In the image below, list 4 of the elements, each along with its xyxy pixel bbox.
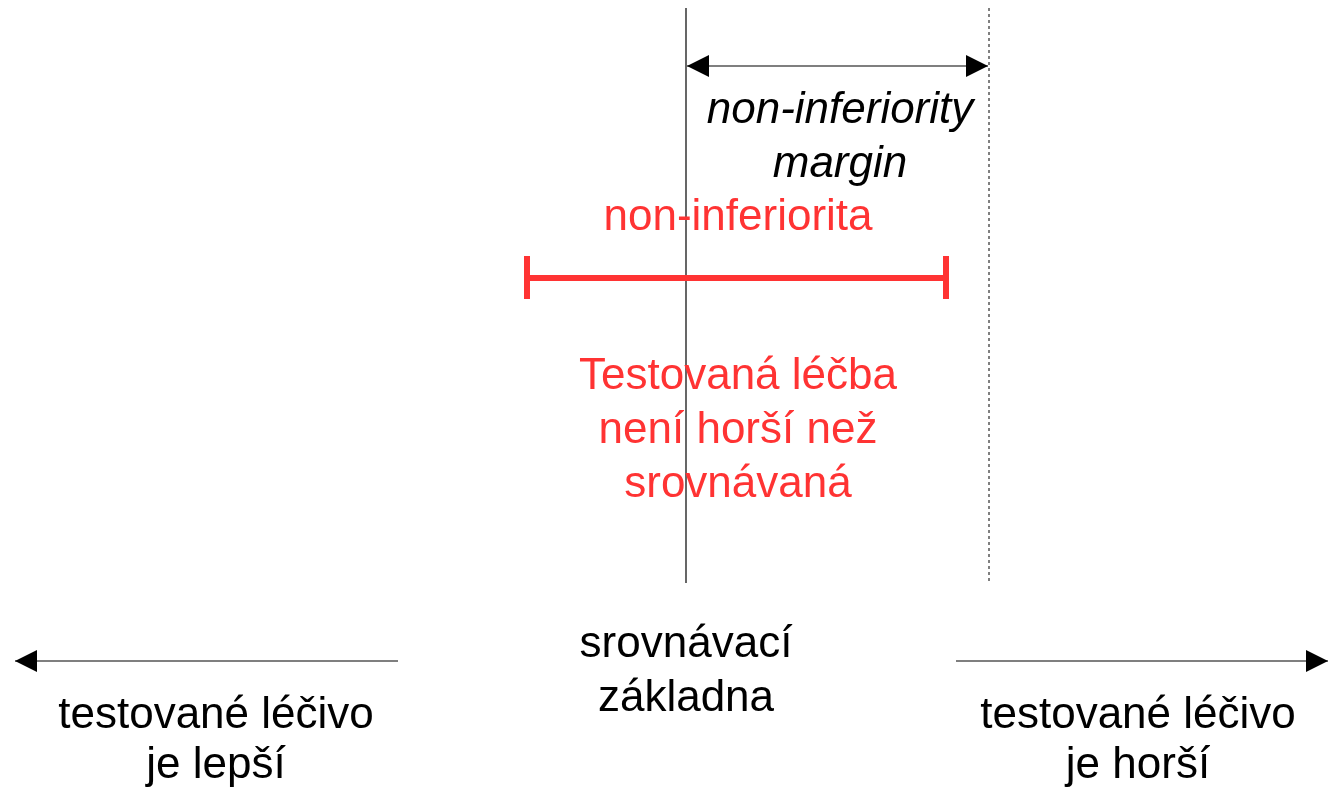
direction-label: testované léčivo je lepší bbox=[57, 688, 375, 788]
baseline-label: srovnávací základna bbox=[578, 616, 794, 722]
direction-label: testované léčivo je horší bbox=[979, 688, 1297, 788]
margin-label: non-inferiority margin bbox=[705, 82, 977, 188]
